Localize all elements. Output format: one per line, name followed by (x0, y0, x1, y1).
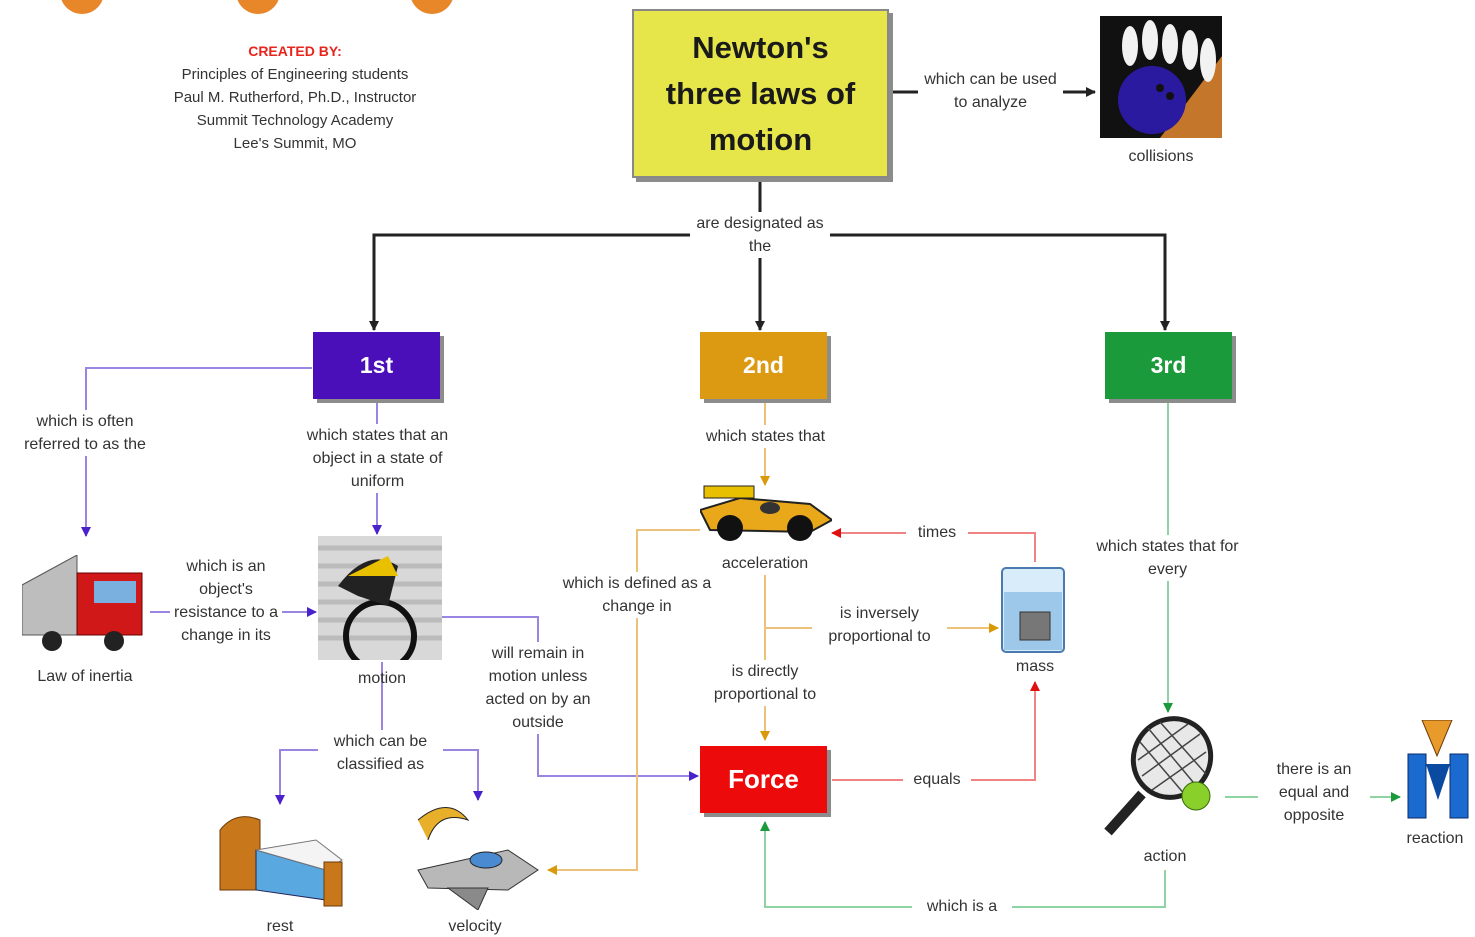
node-rest-label: rest (266, 918, 294, 935)
link-states-uniform: which states that an object in a state o… (300, 424, 455, 493)
link-equals: equals (903, 768, 971, 791)
link-equal-opposite: there is an equal and opposite (1258, 758, 1370, 827)
link-resistance: which is an object's resistance to a cha… (170, 555, 282, 647)
bed-icon (219, 816, 343, 907)
node-inertia-label: Law of inertia (37, 668, 133, 685)
second-law-label: 2nd (743, 352, 784, 378)
node-motion-label: motion (357, 670, 407, 687)
cyclist-icon (318, 536, 442, 660)
first-law-box[interactable]: 1st (313, 332, 440, 399)
decor-dot (411, 0, 453, 14)
beaker-icon (1001, 567, 1065, 653)
second-law-box[interactable]: 2nd (700, 332, 827, 399)
link-remain: will remain in motion unless acted on by… (468, 642, 608, 734)
credits-line: Lee's Summit, MO (233, 135, 357, 152)
force-label: Force (728, 764, 799, 794)
link-defined: which is defined as a change in (562, 572, 712, 618)
jet-icon (417, 807, 539, 910)
link-classified: which can be classified as (318, 730, 443, 776)
reaction-icon (1407, 720, 1469, 819)
line-1st-to-inertia (81, 367, 312, 537)
line-mass-to-accel (831, 528, 1036, 562)
node-reaction-label: reaction (1406, 830, 1464, 847)
node-velocity-label: velocity (448, 918, 502, 935)
credits-line: Paul M. Rutherford, Ph.D., Instructor (173, 89, 417, 106)
link-inversely: is inversely proportional to (812, 602, 947, 648)
node-collisions-label: collisions (1128, 148, 1194, 165)
credits-line: Principles of Engineering students (181, 66, 409, 83)
link-analyze: which can be used to analyze (918, 68, 1063, 114)
truck-icon (22, 555, 143, 651)
link-states-3rd: which states that for every (1090, 535, 1245, 581)
link-designated: are designated as the (690, 212, 830, 258)
node-action-label: action (1143, 848, 1187, 865)
first-law-label: 1st (359, 352, 394, 378)
node-mass-label: mass (1015, 658, 1055, 675)
title-text: Newton's three laws of motion (665, 29, 856, 157)
third-law-label: 3rd (1150, 352, 1187, 378)
link-often-referred: which is often referred to as the (10, 410, 160, 456)
force-box[interactable]: Force (700, 746, 827, 813)
link-which-is-a: which is a (912, 895, 1012, 918)
bowling-icon (1100, 16, 1222, 138)
link-times: times (906, 521, 968, 544)
credits-line: Summit Technology Academy (196, 112, 394, 129)
node-acceleration-label: acceleration (721, 555, 809, 572)
third-law-box[interactable]: 3rd (1105, 332, 1232, 399)
decor-dot (237, 0, 279, 14)
credits-heading: CREATED BY: (248, 43, 342, 59)
credits-block: CREATED BY: Principles of Engineering st… (120, 40, 470, 155)
title-box[interactable]: Newton's three laws of motion (632, 9, 889, 178)
decor-dot (61, 0, 103, 14)
link-states-2nd: which states that (688, 425, 843, 448)
race-car-icon (700, 485, 832, 541)
link-directly: is directly proportional to (695, 660, 835, 706)
line-force-to-mass (832, 681, 1040, 781)
tennis-racket-icon (1104, 716, 1214, 836)
line-accel-to-velocity (547, 529, 700, 875)
